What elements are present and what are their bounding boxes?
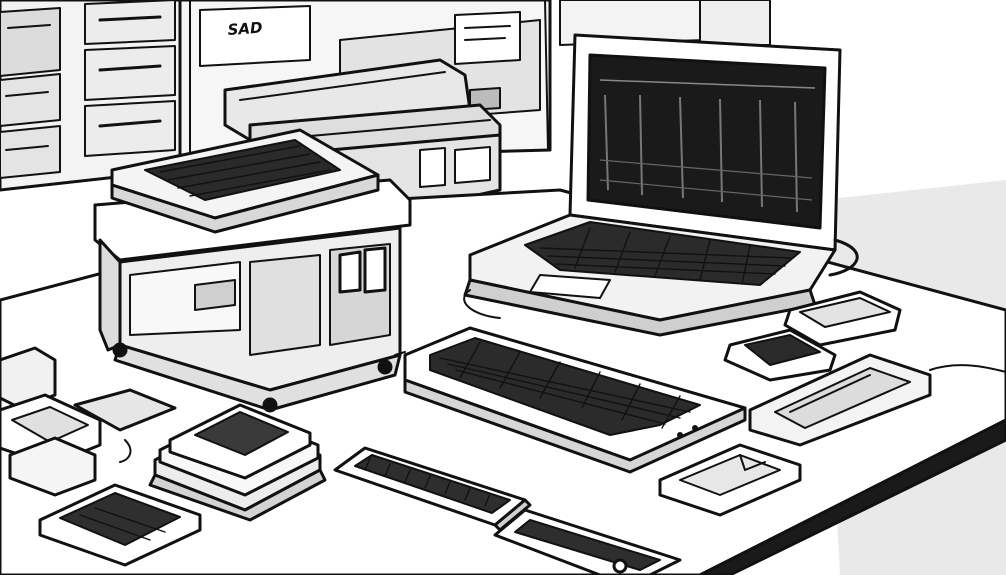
- laptop-icon: [463, 33, 859, 337]
- ram-stick-icon: [333, 446, 682, 575]
- screen-content: [599, 79, 816, 213]
- printer-icon: [93, 128, 412, 413]
- box-logo: SAD: [227, 19, 263, 39]
- hard-drive-icon: [658, 290, 932, 517]
- small-devices-left: [0, 346, 202, 567]
- keyboard-icon: [403, 326, 747, 474]
- drive-stack: [148, 403, 327, 522]
- box-logo-text: SAD: [227, 19, 263, 39]
- cables: [394, 289, 1006, 373]
